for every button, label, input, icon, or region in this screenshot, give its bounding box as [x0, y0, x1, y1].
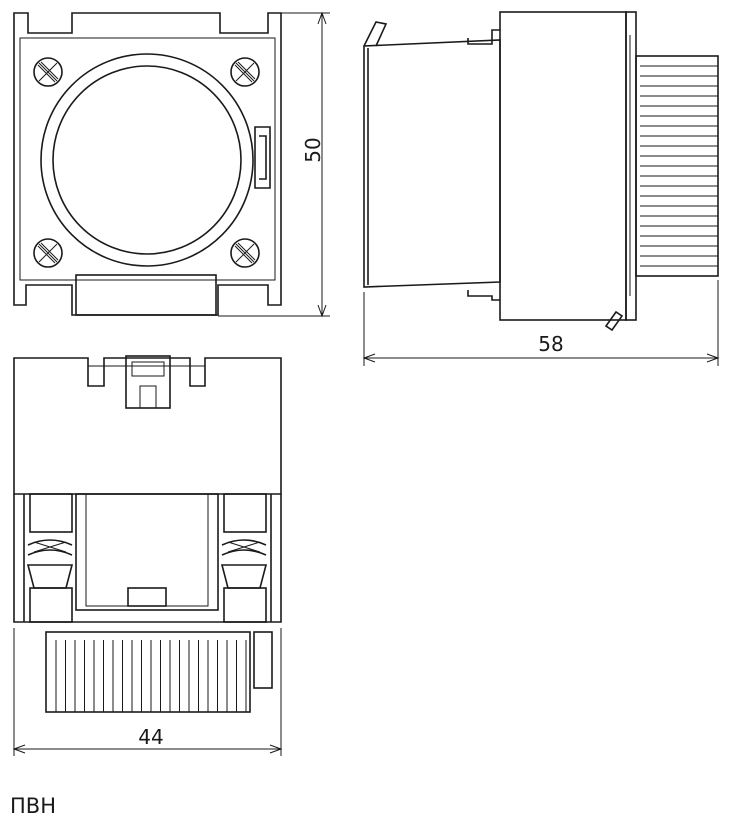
dimension-width-label: 44 [138, 725, 163, 749]
screw-bottom-right [230, 238, 260, 268]
side-view-top-clip [363, 21, 388, 47]
bottom-view [12, 355, 283, 756]
dimension-height [218, 11, 330, 318]
side-view-bottom-tab [467, 290, 500, 301]
bottom-view-side-post [253, 631, 273, 689]
front-view [13, 11, 330, 318]
side-view-rear-block [363, 39, 501, 288]
side-view-bezel [625, 11, 637, 321]
side-view-rib-lines [640, 65, 718, 267]
product-caption: ПВН [10, 794, 56, 818]
front-view-inner-frame [19, 37, 276, 281]
button-face [52, 65, 242, 255]
bottom-view-button-ribs [45, 631, 251, 713]
terminal-right [220, 493, 268, 623]
screw-top-right [230, 57, 260, 87]
button-outer-ring [40, 53, 254, 267]
dimension-depth [362, 280, 720, 366]
bottom-view-rib-lines [55, 640, 247, 712]
bottom-view-contact-block [13, 494, 282, 623]
front-view-body-outline [13, 12, 282, 316]
bottom-view-latch-pin [139, 385, 157, 409]
screw-top-left [33, 57, 63, 87]
side-view-housing [499, 11, 627, 321]
terminal-left [26, 493, 74, 623]
bottom-view-inner-chamber [85, 493, 209, 607]
dimension-width [12, 628, 283, 756]
bottom-view-center-tab [127, 587, 167, 607]
side-view [362, 11, 720, 366]
side-view-bottom-pin [604, 310, 624, 332]
bottom-view-latch [125, 355, 171, 409]
bottom-view-housing [13, 357, 282, 495]
dimension-depth-label: 58 [538, 332, 563, 356]
screw-bottom-left [33, 238, 63, 268]
bottom-view-side-walls [23, 494, 272, 622]
bottom-view-latch-window [131, 361, 165, 377]
front-view-bottom-tab [75, 274, 217, 316]
front-view-side-latch [254, 126, 271, 189]
dimension-height-label: 50 [301, 137, 325, 162]
bottom-view-center-chamber [75, 493, 219, 611]
side-view-top-tab [467, 29, 500, 45]
